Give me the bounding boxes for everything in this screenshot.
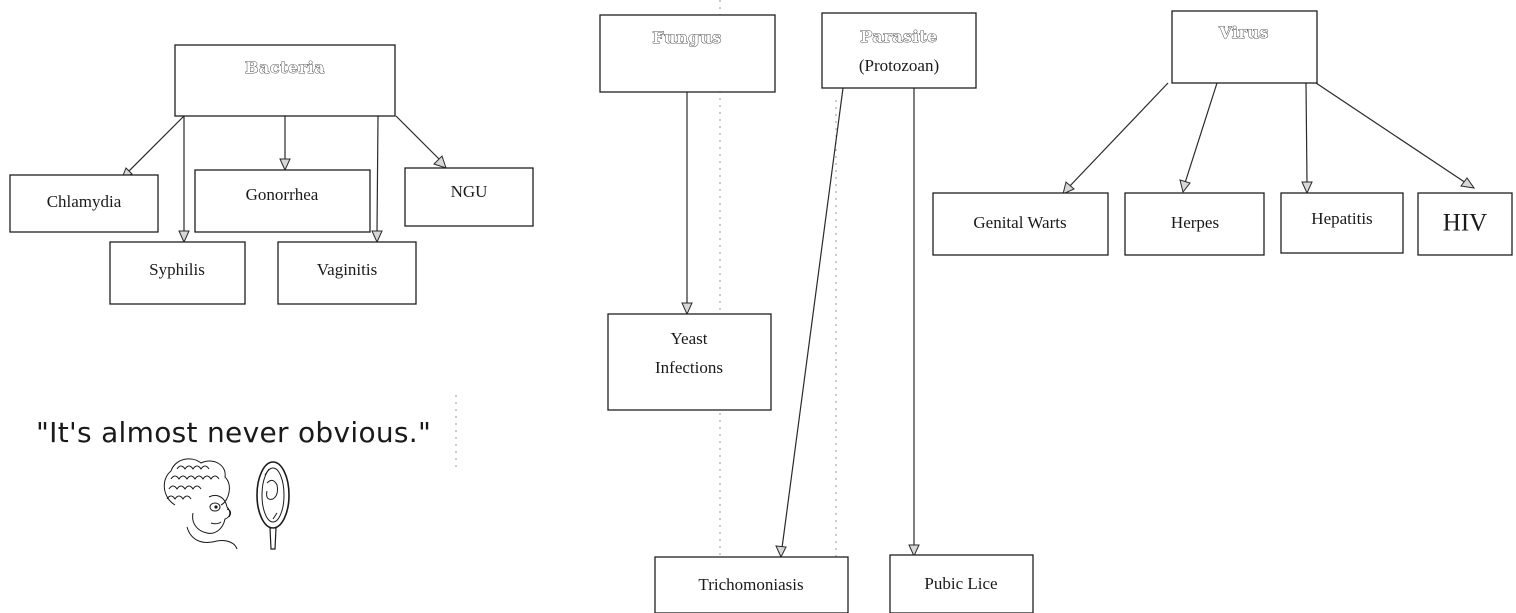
person-looking-in-mirror-icon bbox=[163, 458, 290, 550]
arrowhead bbox=[1301, 181, 1313, 195]
arrowhead bbox=[775, 545, 787, 559]
node-bacteria-label: Bacteria bbox=[245, 58, 325, 77]
node-virus: Virus bbox=[1171, 10, 1318, 84]
node-bacteria: Bacteria bbox=[174, 44, 396, 117]
node-syphilis: Syphilis bbox=[109, 241, 246, 305]
node-ngu-label: NGU bbox=[451, 182, 488, 201]
node-virus-label: Virus bbox=[1218, 23, 1269, 42]
node-hiv: HIV bbox=[1417, 192, 1513, 256]
node-fungus-label: Fungus bbox=[652, 28, 721, 47]
node-hiv-label: HIV bbox=[1443, 210, 1487, 237]
node-pubic-lice-label: Pubic Lice bbox=[924, 574, 997, 593]
node-vaginitis-label: Vaginitis bbox=[317, 260, 377, 279]
edge-virus-hepatitis bbox=[1305, 82, 1308, 184]
arrowhead bbox=[1460, 177, 1476, 189]
quote-text: "It's almost never obvious." bbox=[36, 416, 431, 449]
node-gonorrhea-label: Gonorrhea bbox=[246, 185, 319, 204]
node-trichomoniasis-label: Trichomoniasis bbox=[698, 575, 803, 594]
node-syphilis-label: Syphilis bbox=[149, 260, 205, 279]
connectors bbox=[121, 82, 1476, 559]
edge-virus-hiv bbox=[1315, 82, 1467, 184]
node-ngu: NGU bbox=[404, 167, 534, 227]
node-trichomoniasis: Trichomoniasis bbox=[654, 556, 849, 613]
node-parasite: Parasite (Protozoan) bbox=[821, 12, 977, 89]
node-chlamydia: Chlamydia bbox=[9, 174, 159, 233]
arrowhead bbox=[279, 158, 291, 172]
edge-virus-herpes bbox=[1184, 82, 1218, 184]
node-herpes-label: Herpes bbox=[1171, 213, 1219, 232]
arrowhead bbox=[1179, 179, 1191, 194]
edge-virus-genital-warts bbox=[1067, 82, 1169, 189]
arrowhead bbox=[433, 155, 447, 169]
edge-bacteria-vaginitis bbox=[376, 115, 379, 233]
arrowhead bbox=[681, 302, 693, 316]
node-yeast-infections: Yeast Infections bbox=[607, 313, 772, 411]
node-herpes: Herpes bbox=[1124, 192, 1265, 256]
node-fungus: Fungus bbox=[599, 14, 776, 93]
node-genital-warts: Genital Warts bbox=[932, 192, 1109, 256]
node-yeast-line1: Yeast bbox=[670, 329, 707, 348]
arrowhead bbox=[1062, 181, 1075, 195]
node-hepatitis: Hepatitis bbox=[1280, 192, 1404, 254]
arrowhead bbox=[908, 544, 920, 558]
edge-parasite-trichomoniasis bbox=[781, 87, 844, 549]
node-genital-warts-label: Genital Warts bbox=[973, 213, 1066, 232]
edge-bacteria-chlamydia bbox=[123, 115, 185, 177]
node-pubic-lice: Pubic Lice bbox=[889, 554, 1034, 613]
node-hepatitis-label: Hepatitis bbox=[1311, 209, 1372, 228]
arrowhead bbox=[371, 230, 383, 244]
arrowhead bbox=[178, 230, 190, 244]
node-yeast-line2: Infections bbox=[655, 358, 723, 377]
node-chlamydia-label: Chlamydia bbox=[47, 192, 122, 211]
edge-bacteria-ngu bbox=[395, 115, 441, 161]
node-gonorrhea: Gonorrhea bbox=[194, 169, 371, 233]
node-parasite-label: Parasite bbox=[860, 27, 937, 46]
node-vaginitis: Vaginitis bbox=[277, 241, 417, 305]
node-parasite-sublabel: (Protozoan) bbox=[859, 56, 939, 75]
